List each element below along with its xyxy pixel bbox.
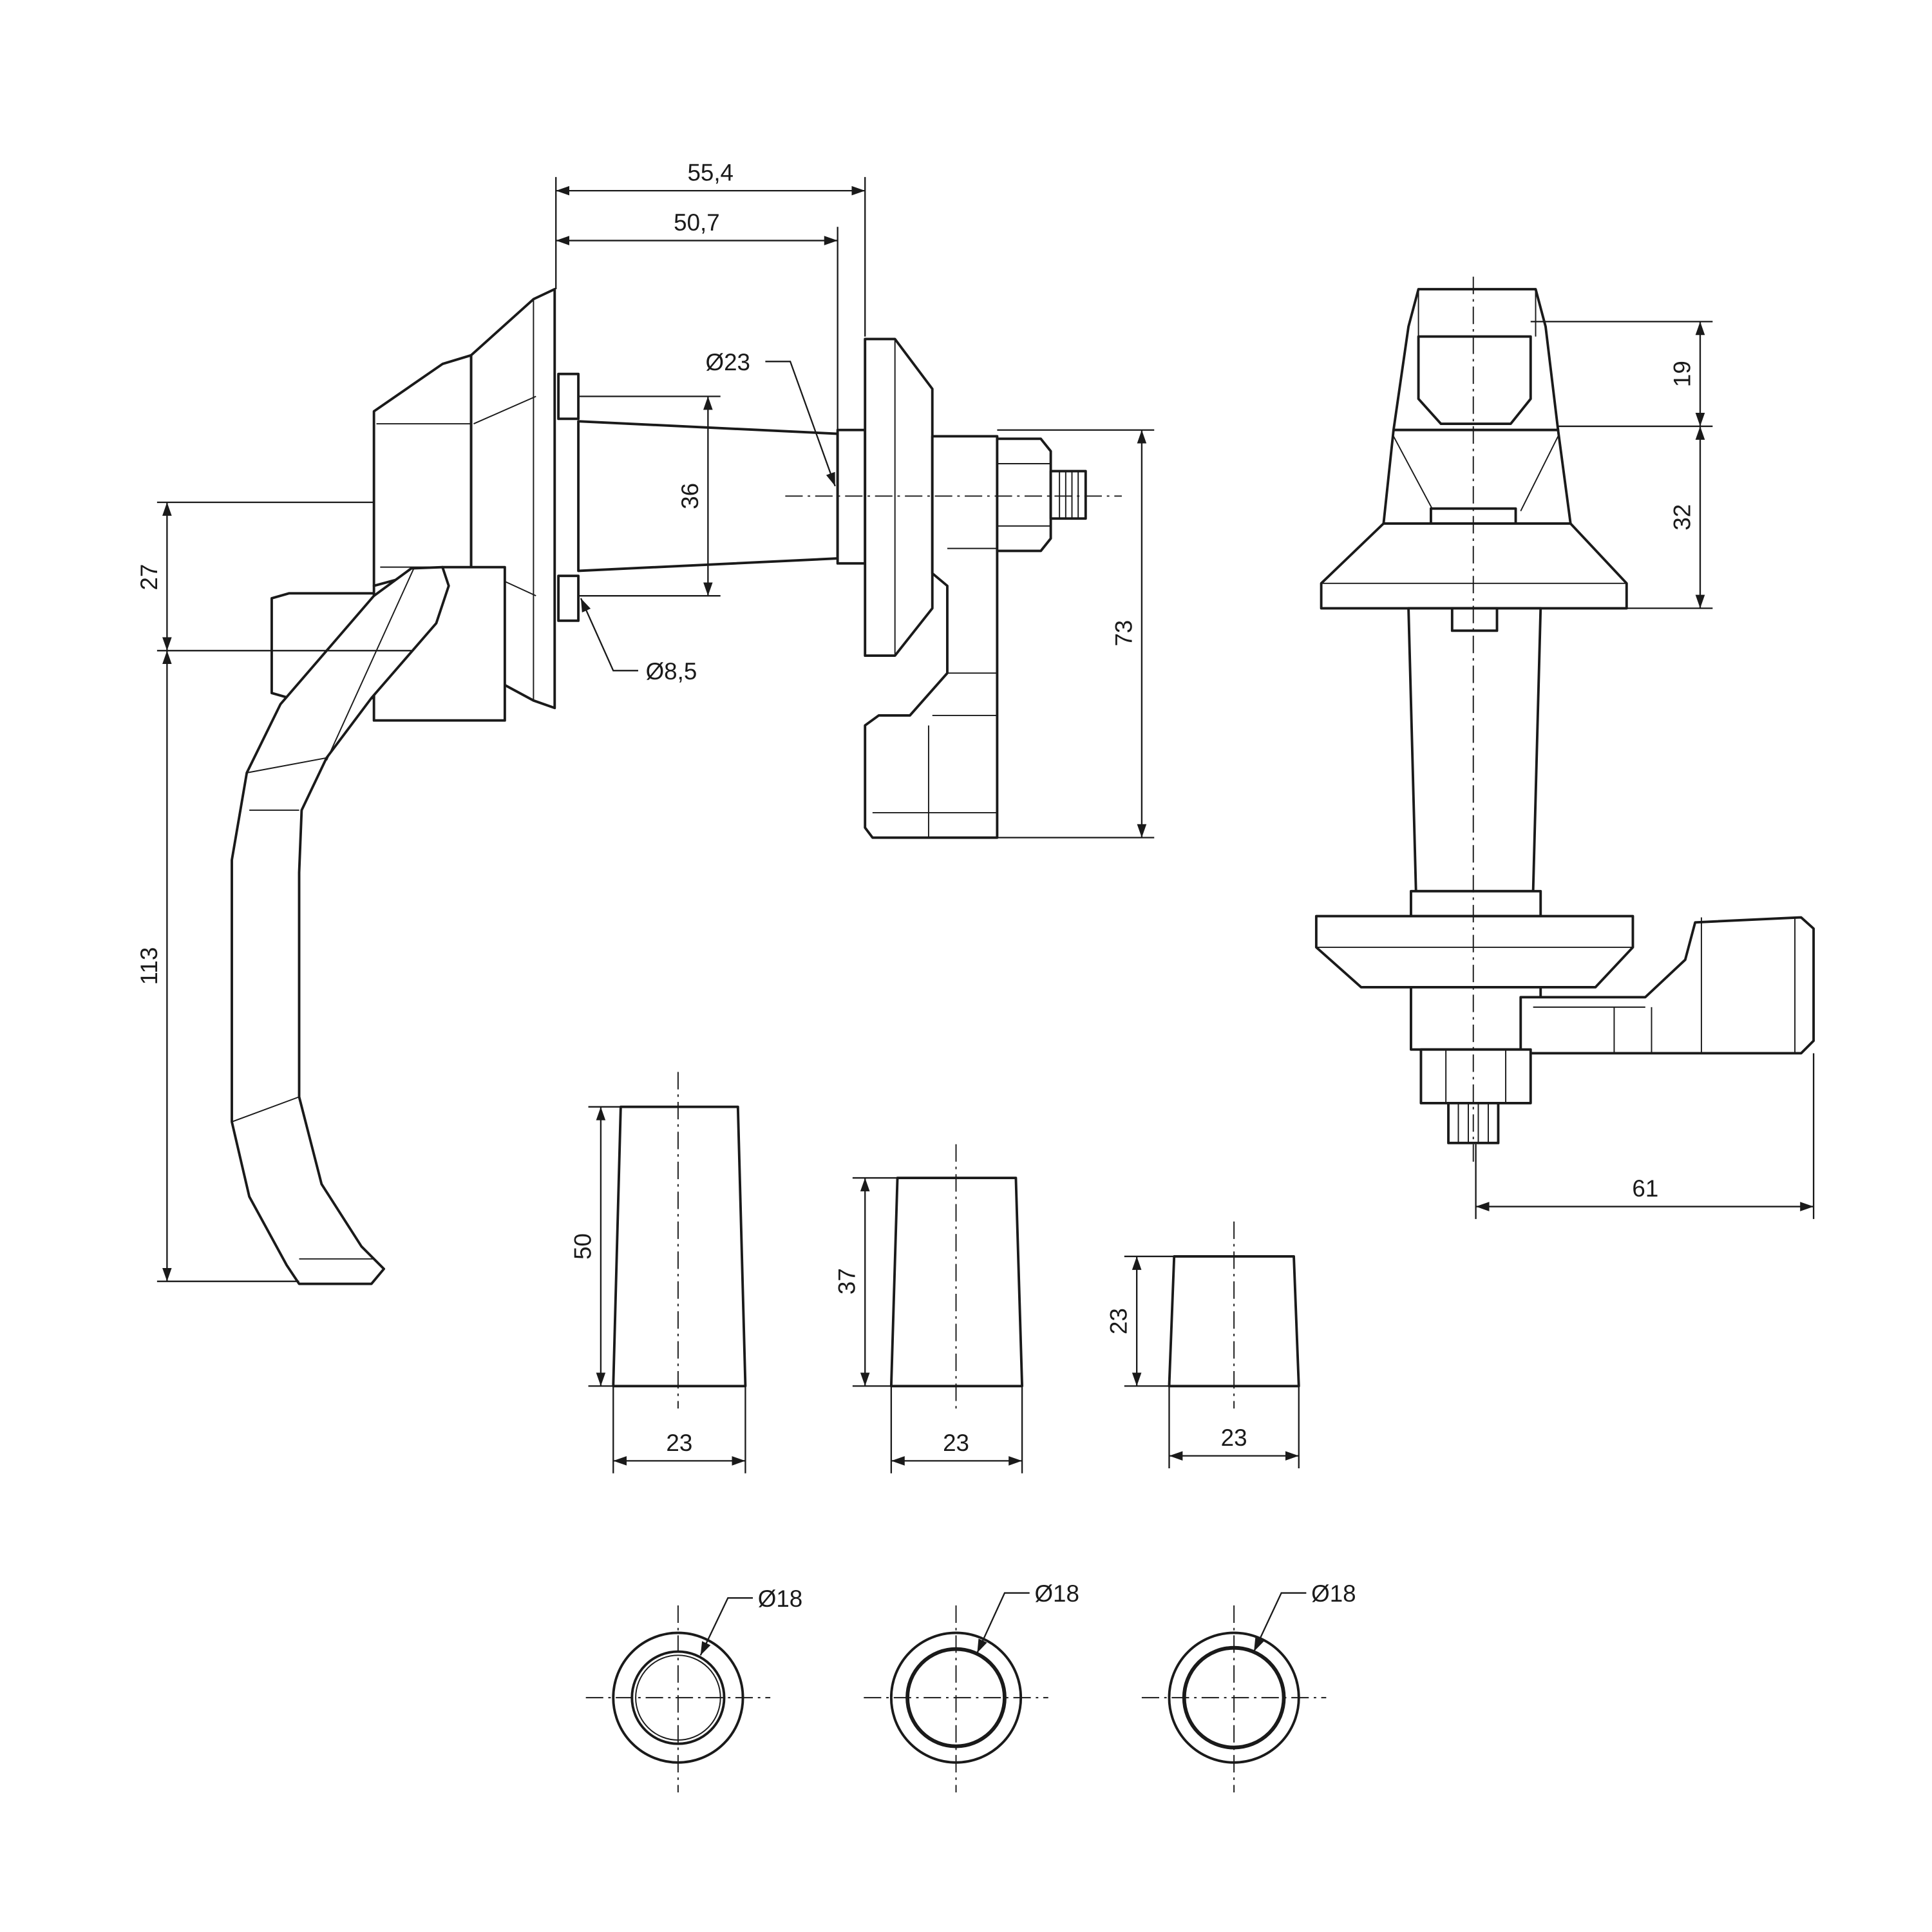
dim-label-dia-18-3: Ø18	[1311, 1580, 1356, 1607]
dim-label-50-7: 50,7	[674, 209, 720, 236]
sleeve-end-view-1	[585, 1605, 771, 1793]
sleeve-end-view-2	[864, 1605, 1048, 1793]
dim-label-23-width-2: 23	[943, 1430, 969, 1456]
dim-label-32: 32	[1669, 504, 1696, 531]
dim-label-23-width-1: 23	[666, 1430, 692, 1456]
dim-label-61: 61	[1632, 1175, 1658, 1202]
dim-label-55-4: 55,4	[687, 160, 734, 186]
side-view-handle	[231, 288, 1122, 1285]
dim-label-50: 50	[569, 1233, 596, 1260]
dim-label-23-height: 23	[1106, 1308, 1132, 1334]
sleeve-23	[1168, 1221, 1300, 1409]
sleeve-50	[612, 1072, 747, 1409]
dim-label-73: 73	[1110, 620, 1137, 647]
dim-label-36: 36	[677, 483, 703, 509]
dim-label-dia-18-1: Ø18	[758, 1586, 803, 1612]
sleeve-end-view-3	[1141, 1605, 1327, 1793]
dim-label-19: 19	[1669, 361, 1696, 387]
dim-label-dia-18-2: Ø18	[1034, 1580, 1079, 1607]
dim-label-dia-8-5: Ø8,5	[646, 658, 697, 685]
dim-label-27: 27	[136, 564, 162, 591]
dimension-labels: 55,4 50,7 Ø23 36 Ø8,5 27 113 73 19 32 61…	[136, 160, 1696, 1612]
dim-label-23-width-3: 23	[1221, 1425, 1247, 1451]
sleeve-37	[889, 1144, 1024, 1409]
dimension-lines	[156, 176, 1815, 1656]
dim-label-113: 113	[136, 947, 162, 985]
dim-label-37: 37	[834, 1268, 860, 1294]
dim-label-dia-23: Ø23	[705, 349, 750, 375]
front-view-latch	[1314, 276, 1815, 1166]
